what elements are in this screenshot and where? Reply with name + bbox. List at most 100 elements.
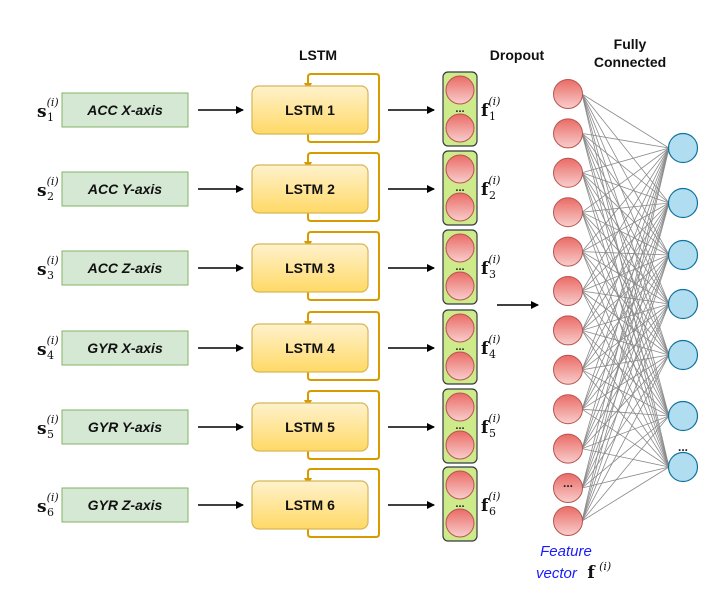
recurrent-loop-arrow [307, 231, 380, 301]
dropout-neuron [445, 351, 475, 381]
fc-input-neuron [553, 157, 583, 188]
fc-input-neuron [553, 473, 583, 503]
fc-input-neuron [553, 315, 583, 346]
lstm-label: LSTM 1 [285, 102, 335, 118]
recurrent-loop-arrow [307, 311, 380, 381]
lstm-label: LSTM 5 [285, 419, 335, 435]
fc-connection [581, 147, 670, 449]
fc-connection [581, 303, 670, 449]
fc-connection [581, 147, 670, 174]
feature-base: f [481, 418, 490, 438]
feature-sup: (i) [488, 95, 500, 108]
fc-input-neuron [553, 394, 583, 425]
feature-base: f [481, 101, 490, 121]
recurrent-loop-arrow [307, 152, 380, 222]
input-box [61, 250, 189, 286]
signal-sup: (i) [47, 254, 59, 267]
input-label: ACC X-axis [86, 102, 163, 118]
feature-base: f [481, 259, 490, 279]
signal-sub: 6 [47, 506, 54, 519]
fc-connection [581, 330, 670, 468]
feature-sup: (i) [488, 174, 500, 187]
dropout-neuron [445, 271, 475, 301]
signal-base: s [37, 340, 47, 360]
feature-symbol: f(i)3 [481, 253, 500, 281]
signal-sub: 5 [47, 428, 54, 441]
input-box [61, 409, 189, 445]
signal-base: s [37, 181, 47, 201]
fc-connection [581, 147, 670, 292]
signal-sup: (i) [47, 413, 59, 426]
feature-symbol: f(i)5 [481, 412, 500, 440]
signal-sub: 3 [47, 269, 54, 282]
fc-connection [581, 133, 670, 417]
signal-base: s [37, 419, 47, 439]
fc-connection [581, 133, 670, 356]
fc-input-neuron [553, 118, 583, 149]
fc-connection [581, 172, 670, 256]
fc-connection [581, 147, 670, 522]
dropout-ellipsis: ... [455, 103, 464, 115]
signal-sup: (i) [47, 175, 59, 188]
dropout-neuron [445, 192, 475, 222]
signal-base: s [37, 497, 47, 517]
feature-symbol: f(i)2 [481, 174, 500, 202]
fc-nodes [553, 79, 699, 536]
dropout-neuron [445, 430, 475, 460]
fc-connection [581, 254, 670, 522]
recurrent-loop-arrow [307, 390, 380, 460]
fc-connection [581, 172, 670, 356]
signal-symbol: s(i) 3 [37, 254, 59, 282]
fc-connection [581, 369, 670, 417]
fc-connection [581, 303, 670, 410]
recurrent-loop-arrow [307, 468, 380, 538]
fc-input-neuron [553, 197, 583, 228]
fc-connection [581, 147, 670, 370]
fc-input-neuron [553, 79, 583, 109]
feature-sup: (i) [488, 490, 500, 503]
fc-connection [581, 133, 670, 149]
feature-vector-symbol: f [587, 563, 596, 583]
dropout-ellipsis: ... [455, 498, 464, 510]
feature-symbol: f(i)4 [481, 333, 500, 361]
dropout-neuron [445, 392, 475, 422]
header-dropout: Dropout [490, 47, 545, 63]
feature-sub: 6 [489, 505, 496, 518]
fc-connection [581, 147, 670, 331]
feature-sup: (i) [488, 412, 500, 425]
fc-connection [581, 303, 670, 371]
fc-connection [581, 202, 670, 522]
header-lstm: LSTM [299, 47, 337, 63]
fc-output-neuron [667, 132, 699, 164]
fc-connection [581, 172, 670, 417]
signal-base: s [37, 260, 47, 280]
fc-connection [581, 354, 670, 522]
fc-connection [581, 290, 670, 468]
fc-connection [581, 147, 670, 252]
feature-symbol: f(i) 6 [481, 490, 500, 518]
fc-input-ellipsis: ... [563, 476, 573, 490]
feature-sup: (i) [488, 253, 500, 266]
dropout-neuron [445, 113, 475, 143]
feature-base: f [481, 496, 490, 516]
input-label: GYR Z-axis [88, 497, 163, 513]
header-fully-connected-line1: Fully [614, 36, 647, 52]
feature-base: f [481, 180, 490, 200]
signal-sup: (i) [47, 491, 59, 504]
input-box [61, 330, 189, 366]
fc-input-neuron [553, 276, 583, 306]
feature-vector-label-line2: vector f (i) [536, 560, 611, 583]
input-box [61, 487, 189, 523]
fc-connection [581, 415, 670, 522]
fc-connection [581, 254, 670, 449]
fc-connection [581, 133, 670, 468]
input-box [61, 171, 189, 207]
dropout-ellipsis: ... [455, 420, 464, 432]
fc-connection [581, 93, 670, 305]
lstm-label: LSTM 3 [285, 260, 335, 276]
